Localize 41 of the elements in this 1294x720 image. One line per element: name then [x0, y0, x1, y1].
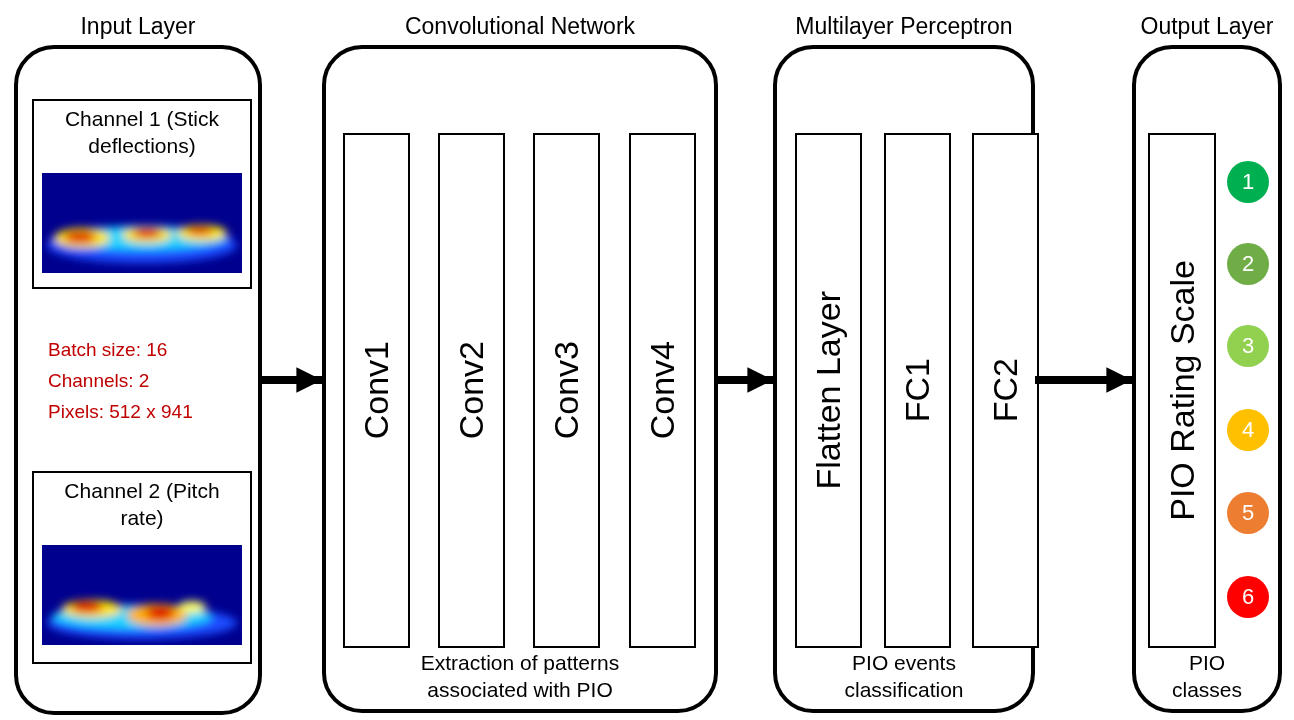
layer-box	[438, 133, 505, 648]
class-circle	[1227, 409, 1269, 451]
layer-title: Convolutional Network	[404, 13, 636, 40]
channel-box	[32, 471, 252, 664]
layer-caption: Extraction of patterns associated with PIO	[419, 650, 621, 703]
layer-caption: PIO events classification	[843, 650, 965, 703]
layer-label: Conv1	[357, 341, 396, 440]
layer-box	[343, 133, 410, 648]
layer-title: Input Layer	[80, 13, 196, 40]
channel-label: Channel 1 (Stick deflections)	[63, 106, 221, 159]
layer-box	[629, 133, 696, 648]
class-number: 4	[1241, 417, 1255, 443]
class-circle	[1227, 243, 1269, 285]
layer-box	[533, 133, 600, 648]
class-circle	[1227, 576, 1269, 618]
layer-box	[972, 133, 1039, 648]
layer-label: Conv2	[452, 341, 491, 440]
layer-caption: PIO classes	[1171, 650, 1243, 703]
class-number: 6	[1241, 584, 1255, 610]
class-number: 2	[1241, 251, 1255, 277]
class-circle	[1227, 492, 1269, 534]
layer-box	[884, 133, 951, 648]
parameter-note: Batch size: 16 Channels: 2 Pixels: 512 x 941	[48, 338, 194, 424]
class-number: 3	[1241, 333, 1255, 359]
arrow	[1035, 367, 1132, 393]
channel-box	[32, 99, 252, 289]
layer-label: Conv4	[643, 341, 682, 440]
class-circle	[1227, 161, 1269, 203]
class-number: 5	[1241, 500, 1255, 526]
layer-title: Output Layer	[1140, 13, 1274, 40]
layer-label: FC2	[986, 358, 1025, 423]
layer-title: Multilayer Perceptron	[795, 13, 1013, 40]
layer-label: Conv3	[547, 341, 586, 440]
class-number: 1	[1241, 169, 1255, 195]
class-circle	[1227, 325, 1269, 367]
layer-box	[1148, 133, 1216, 648]
layer-label: Flatten Layer	[809, 291, 848, 490]
channel-label: Channel 2 (Pitch rate)	[63, 478, 221, 531]
layer-box	[795, 133, 862, 648]
layer-label: FC1	[898, 358, 937, 423]
layer-label: PIO Rating Scale	[1162, 260, 1202, 521]
